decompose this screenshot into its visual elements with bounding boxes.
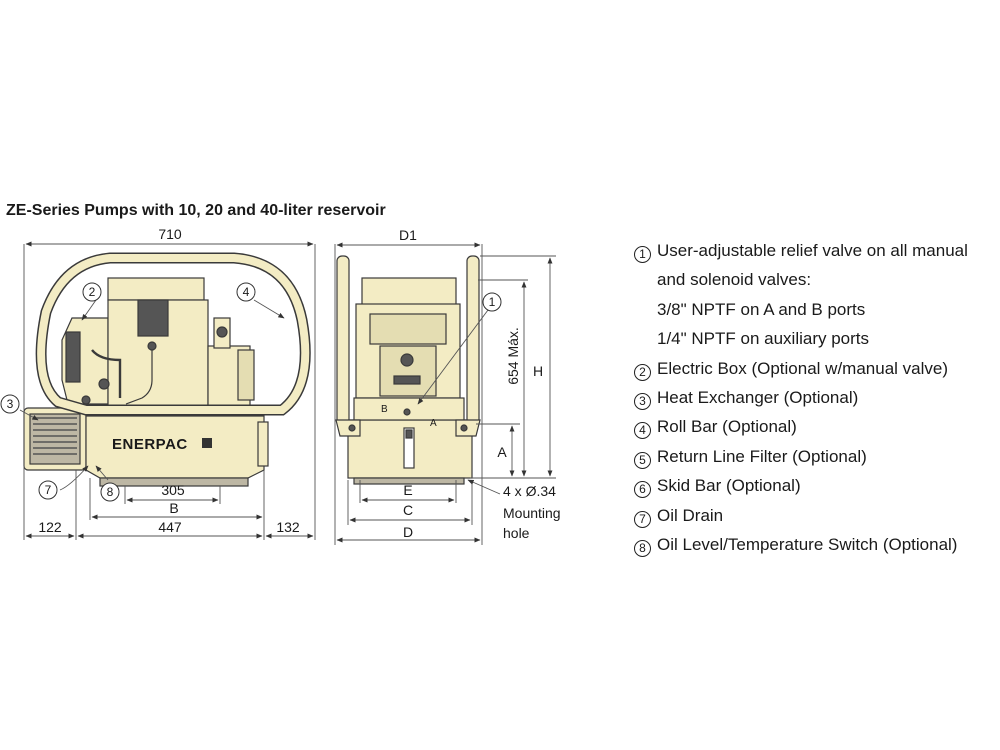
dim-654-max: 654 Máx.: [505, 327, 521, 385]
dim-447: 447: [158, 519, 182, 535]
legend-item-4: 4 Roll Bar (Optional): [634, 412, 1000, 441]
legend-item-8: 8 Oil Level/Temperature Switch (Optional…: [634, 530, 1000, 559]
dim-132: 132: [276, 519, 300, 535]
legend-item-5: 5 Return Line Filter (Optional): [634, 442, 1000, 471]
dim-e: E: [403, 482, 412, 498]
callout-2: 2: [82, 282, 102, 302]
legend-item-7: 7 Oil Drain: [634, 501, 1000, 530]
brand-logo: ENERPAC: [112, 436, 188, 453]
svg-text:4: 4: [243, 285, 250, 299]
dimension-lines: [19, 241, 556, 545]
dim-b: B: [169, 500, 178, 516]
callout-8: 8: [100, 482, 120, 502]
dimension-labels: 710 305 B 122 447 132 D1 E C D H A 654 M…: [38, 226, 543, 540]
dim-a: A: [497, 444, 507, 460]
holes-note-1: Mounting: [503, 505, 561, 521]
legend-item-6: 6 Skid Bar (Optional): [634, 471, 1000, 500]
side-roll-bar-right: [466, 255, 480, 425]
svg-text:7: 7: [45, 483, 52, 497]
dim-710: 710: [158, 226, 182, 242]
front-view: [23, 252, 311, 487]
legend-text: User-adjustable relief valve on all manu…: [657, 241, 968, 260]
port-a-label: A: [430, 418, 437, 429]
callout-1: 1: [482, 292, 502, 312]
motor: [107, 277, 205, 301]
callout-markers: 2 4 3 7 8 1: [0, 282, 502, 502]
skid-bar: [99, 477, 249, 487]
legend-item-3: 3 Heat Exchanger (Optional): [634, 383, 1000, 412]
dim-c: C: [403, 502, 413, 518]
legend-item-2: 2 Electric Box (Optional w/manual valve): [634, 354, 1000, 383]
svg-text:1: 1: [489, 295, 496, 309]
holes-spec: 4 x Ø.34: [503, 483, 556, 499]
dim-122: 122: [38, 519, 62, 535]
legend-number: 1: [634, 246, 651, 263]
legend-list: 1 User-adjustable relief valve on all ma…: [634, 236, 1000, 559]
legend-item-1-line-4: 1/4" NPTF on auxiliary ports: [657, 329, 870, 349]
svg-text:2: 2: [89, 285, 96, 299]
callout-4: 4: [236, 282, 256, 302]
diagram-title: ZE-Series Pumps with 10, 20 and 40-liter…: [6, 202, 386, 219]
callout-7: 7: [38, 480, 58, 500]
brand-mark-icon: [202, 438, 212, 448]
side-motor: [361, 277, 457, 309]
dim-d: D: [403, 524, 413, 540]
callout-3: 3: [0, 394, 20, 414]
holes-note-2: hole: [503, 525, 530, 541]
pump-dimension-drawing: ENERPAC B A: [0, 226, 561, 545]
svg-text:3: 3: [7, 397, 14, 411]
dim-d1: D1: [399, 227, 417, 243]
legend-item-1: 1 User-adjustable relief valve on all ma…: [634, 236, 1000, 265]
mounting-hole-note: 4 x Ø.34 Mounting hole: [503, 483, 561, 541]
legend-item-1-line-2: and solenoid valves:: [657, 270, 812, 290]
svg-text:8: 8: [107, 485, 114, 499]
dim-305: 305: [161, 482, 185, 498]
side-roll-bar-left: [336, 255, 350, 425]
legend-item-1-line-3: 3/8" NPTF on A and B ports: [657, 299, 866, 319]
side-view: [335, 255, 481, 485]
dim-h: H: [533, 363, 543, 379]
port-b-label: B: [381, 404, 388, 415]
